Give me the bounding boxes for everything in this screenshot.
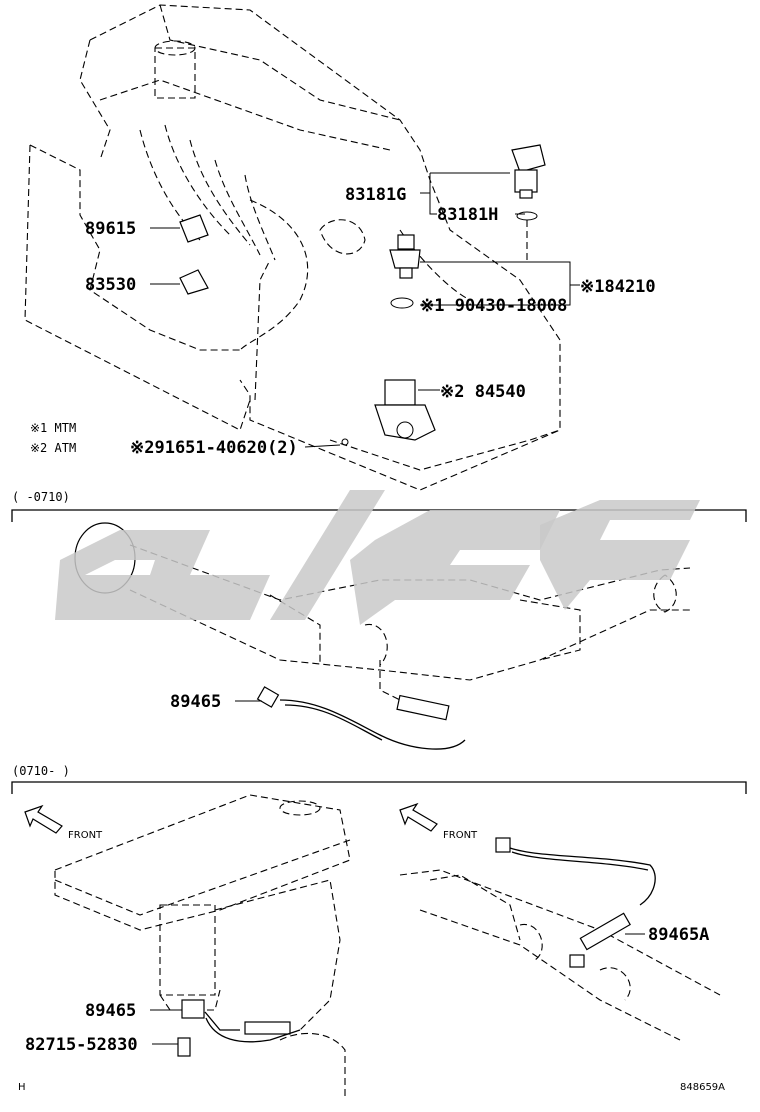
part-83181H-label: 83181H xyxy=(437,205,498,225)
range-label-before-0710: ( -0710) xyxy=(12,490,70,504)
o2-sensor-89465A-icon xyxy=(495,837,656,968)
front-arrow-left-icon xyxy=(24,804,63,834)
part-84540-label: ※2 84540 xyxy=(440,382,526,402)
note-atm: ※2 ATM xyxy=(30,441,76,455)
diagram-id: 848659A xyxy=(680,1082,725,1093)
section-bracket-mid xyxy=(11,509,747,522)
part-91651-label: ※291651-40620(2) xyxy=(130,438,298,458)
range-label-after-0710: (0710- ) xyxy=(12,764,70,778)
part-89465-bottom-label: 89465 xyxy=(85,1001,136,1021)
engine-bottom-left xyxy=(54,794,351,1100)
switch-84540-icon xyxy=(341,379,436,446)
front-arrow-right-icon xyxy=(399,802,438,832)
footer-code: H xyxy=(18,1082,26,1093)
part-83530-label: 83530 xyxy=(85,275,136,295)
leader-lines-top xyxy=(150,172,580,448)
part-89465A-label: 89465A xyxy=(648,925,709,945)
part-84210-label: ※184210 xyxy=(580,277,656,297)
front-label-left: FRONT xyxy=(68,830,103,841)
sensor-83181-icon xyxy=(511,144,546,221)
part-89465-mid-label: 89465 xyxy=(170,692,221,712)
o2-sensor-89465-mid-icon xyxy=(256,686,466,750)
watermark-logo-icon xyxy=(55,490,700,625)
part-82715-label: 82715-52830 xyxy=(25,1035,138,1055)
o2-sensor-89465-bottom-icon xyxy=(177,999,301,1057)
note-mtm: ※1 MTM xyxy=(30,421,76,435)
part-90430-label: ※1 90430-18008 xyxy=(420,296,567,316)
front-label-right: FRONT xyxy=(443,830,478,841)
section-bracket-bottom xyxy=(11,781,747,794)
part-89615-label: 89615 xyxy=(85,219,136,239)
sensor-89615-icon xyxy=(179,214,209,243)
engine-illustration xyxy=(24,4,561,491)
sensor-83530-icon xyxy=(179,269,209,295)
exhaust-bottom-right xyxy=(399,869,721,1041)
part-83181G-label: 83181G xyxy=(345,185,406,205)
sensor-84210-icon xyxy=(389,234,421,309)
